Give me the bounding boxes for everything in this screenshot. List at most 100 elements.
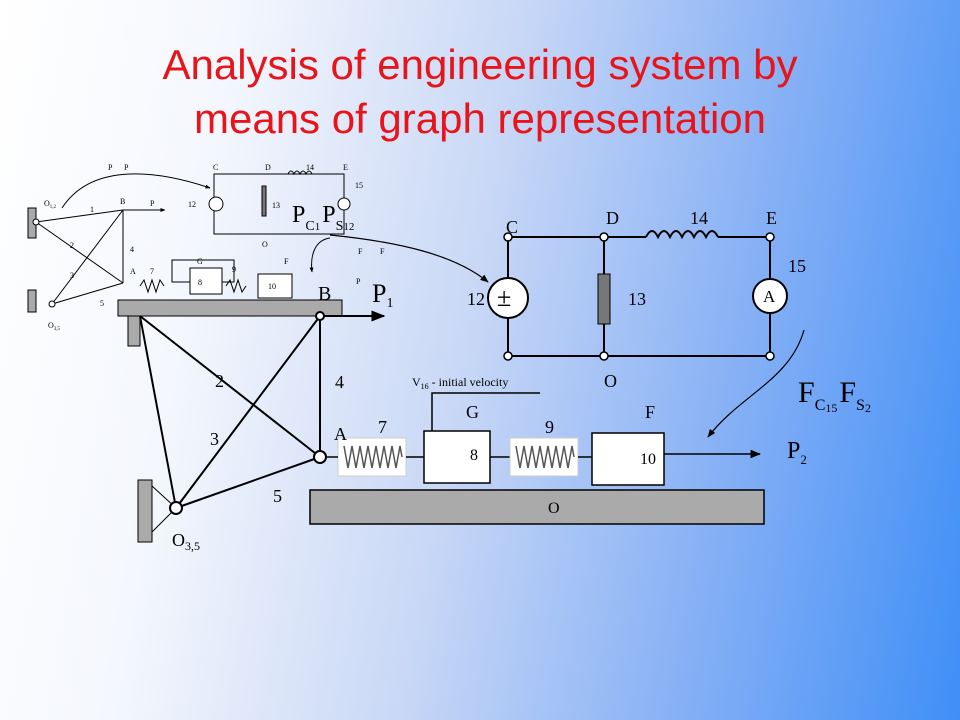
title-line-1: Analysis of engineering system by (162, 41, 798, 88)
source-12 (487, 277, 529, 319)
pivot-o35-joint (169, 501, 183, 515)
label-p1: P1 (372, 279, 393, 311)
thumb-label-o12: O1,2 (44, 199, 57, 210)
thumbnail-labels: O1,2 1 B 2 3 4 5 O3,5 A 7 P P P C D 14 E… (44, 163, 385, 332)
link-4 (139, 315, 321, 458)
label-ground-o: O (548, 500, 560, 517)
ammeter-symbol: A (763, 287, 776, 306)
joint-b (315, 311, 325, 321)
thumb-curve-fc (309, 237, 331, 273)
label-p2: P2 (787, 438, 807, 467)
thumb-label-a: A (130, 267, 136, 276)
translational-system (309, 392, 765, 525)
thumb-label-4: 4 (130, 245, 134, 254)
velocity-note: V16 - initial velocity (412, 375, 508, 391)
label-pc-ps: PC1PS12 (292, 202, 354, 234)
label-d: D (606, 208, 619, 228)
electrical-circuit (487, 230, 788, 361)
circuit-labels: C D 14 E 15 12 13 O ± A (467, 208, 806, 391)
spring-9 (515, 445, 575, 469)
connection-arrows (329, 234, 805, 438)
node-o (599, 351, 609, 361)
curve-arrow-pc-ps (329, 234, 489, 283)
label-mass-8: 8 (470, 447, 478, 464)
bar-b (117, 299, 343, 317)
link-2 (175, 315, 321, 509)
link-5 (175, 456, 321, 509)
label-link-2: 2 (215, 371, 224, 391)
thumb-label-12: 12 (188, 200, 196, 209)
thumb-spring-9 (225, 278, 247, 294)
label-link-4: 4 (335, 372, 344, 392)
thumb-spring-7 (139, 278, 165, 294)
thumb-resistor (287, 170, 313, 176)
node-c (503, 232, 513, 242)
thumb-label-b: B (120, 197, 125, 206)
thumb-link-1 (35, 209, 124, 223)
curve-arrow-fc-fs (707, 329, 805, 438)
label-link-3: 3 (210, 429, 219, 449)
pivot-o35-base (137, 479, 153, 543)
velocity-bracket (431, 392, 540, 431)
slide-title: Analysis of engineering system by means … (0, 38, 960, 146)
thumb-label-8: 8 (198, 278, 202, 287)
thumb-label-9: 9 (232, 265, 236, 274)
thumb-curve-pc (61, 173, 211, 209)
resistor-14 (645, 230, 719, 240)
thumb-label-7: 7 (150, 267, 154, 276)
label-fc-fs: FC15FS2 (798, 376, 871, 415)
thumb-mass-10 (257, 273, 293, 299)
thumb-label-fs: F (380, 247, 385, 256)
label-spring-9: 9 (545, 417, 554, 437)
mass-10 (591, 432, 665, 486)
thumb-label-e: E (343, 163, 348, 172)
linkage-labels: B 2 3 4 5 O3,5 P1 (172, 279, 393, 553)
thumb-label-fc: F (358, 247, 363, 256)
thumb-ammeter (337, 197, 351, 211)
thumb-label-o35: O3,5 (48, 321, 61, 332)
ammeter-15 (752, 278, 788, 314)
spring-7-housing (337, 437, 407, 477)
source-symbol: ± (497, 283, 511, 312)
label-c: C (506, 217, 518, 237)
annotation-labels: PC1PS12 FC15FS2 (292, 202, 871, 415)
label-a: A (334, 424, 347, 444)
node-d (599, 232, 609, 242)
thumb-pivot-o35-base (27, 289, 37, 313)
thumb-label-g: G (197, 257, 203, 266)
thumb-pivot-o35 (48, 300, 56, 308)
thumb-label-3: 3 (70, 271, 74, 280)
ground-o (309, 489, 765, 525)
joint-a (313, 450, 327, 464)
thumb-label-13: 13 (272, 201, 280, 210)
label-link-5: 5 (273, 486, 282, 506)
label-b: B (318, 283, 331, 305)
thumbnail-diagram (27, 170, 351, 316)
label-15: 15 (788, 256, 806, 276)
translational-labels: V16 - initial velocity G F A 7 9 8 10 O … (334, 375, 807, 517)
thumb-label-14: 14 (306, 163, 314, 172)
thumb-label-d: D (265, 163, 271, 172)
title-line-2: means of graph representation (193, 95, 767, 142)
thumb-label-p1: P (150, 199, 155, 208)
thumb-label-p2: P (356, 277, 361, 286)
thumb-label-10: 10 (268, 282, 276, 291)
thumb-label-5: 5 (100, 299, 104, 308)
thumb-label-1: 1 (90, 205, 94, 214)
label-o: O (604, 371, 617, 391)
label-spring-7: 7 (378, 417, 387, 437)
label-mass-10: 10 (640, 451, 656, 468)
thumb-label-o: O (262, 240, 268, 249)
element-13 (597, 273, 611, 325)
thumb-label-pc: P (108, 163, 113, 172)
thumb-label-15: 15 (355, 181, 363, 190)
node-e (765, 232, 775, 242)
label-g: G (466, 402, 479, 422)
thumb-mass-8 (189, 267, 223, 295)
label-12: 12 (467, 289, 485, 309)
thumb-element-13 (261, 185, 267, 217)
label-f: F (645, 402, 655, 422)
spring-7 (343, 445, 403, 469)
label-14: 14 (690, 208, 708, 228)
